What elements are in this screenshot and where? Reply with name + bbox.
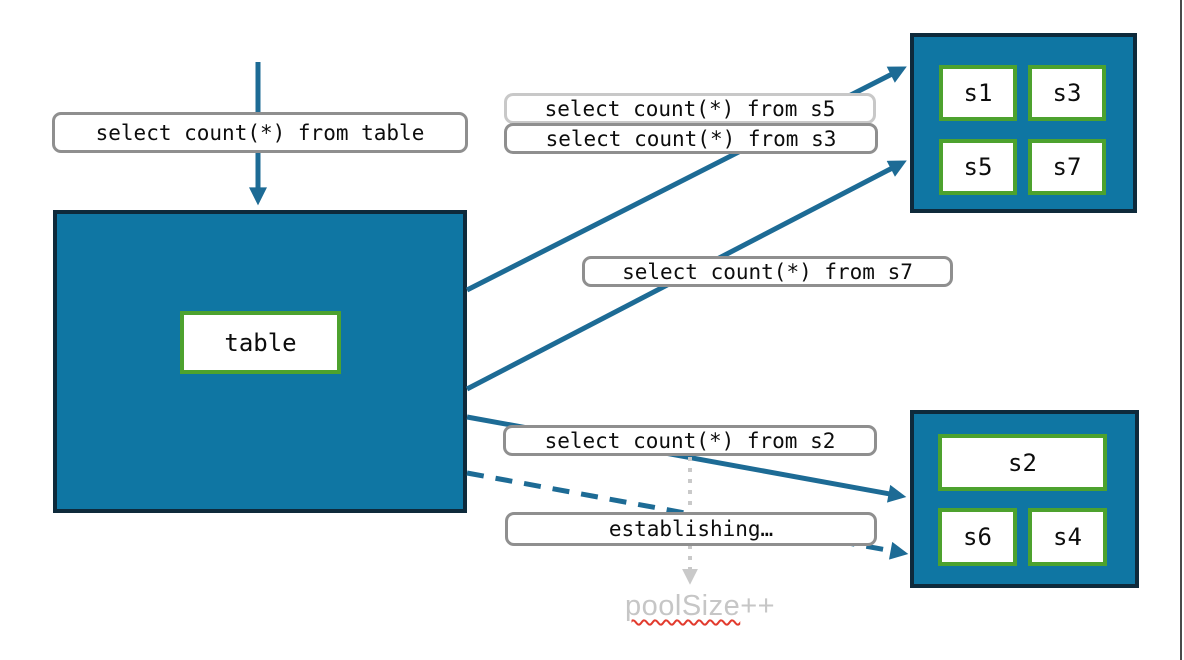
query-label-from-s3: select count(*) from s3 — [504, 123, 878, 154]
query-text: select count(*) from s7 — [622, 259, 913, 284]
arrow-establishing-dashed — [466, 470, 909, 560]
table-label-box: table — [180, 311, 341, 374]
table-label: table — [224, 328, 297, 357]
shard-label: s1 — [963, 79, 993, 107]
shard-box-s5: s5 — [939, 139, 1017, 195]
shard-box-s2: s2 — [938, 434, 1107, 491]
shard-box-s1: s1 — [939, 65, 1017, 121]
query-label-from-s5: select count(*) from s5 — [504, 93, 876, 124]
poolsize-annotation: poolSize++ — [625, 590, 775, 623]
shard-box-s6: s6 — [938, 508, 1017, 566]
shard-label: s4 — [1053, 523, 1082, 551]
poolsize-word: poolSize — [625, 590, 741, 622]
label-establishing: establishing… — [505, 512, 877, 546]
shard-pool-top: s1 s3 s5 s7 — [910, 33, 1137, 213]
shard-label: s3 — [1052, 79, 1082, 107]
query-label-from-s2: select count(*) from s2 — [503, 425, 877, 456]
shard-label: s6 — [963, 523, 992, 551]
shard-box-s4: s4 — [1028, 508, 1107, 566]
query-label-from-s7: select count(*) from s7 — [582, 256, 953, 287]
query-text: establishing… — [608, 517, 774, 541]
right-edge-line — [1180, 0, 1182, 660]
query-text: select count(*) from s2 — [544, 428, 836, 453]
query-label-from-table: select count(*) from table — [52, 112, 468, 153]
shard-pool-bottom: s2 s6 s4 — [910, 410, 1139, 588]
shard-box-s3: s3 — [1028, 65, 1106, 121]
query-text: select count(*) from s3 — [545, 126, 837, 151]
query-text: select count(*) from table — [95, 120, 425, 145]
shard-label: s2 — [1008, 448, 1037, 477]
query-text: select count(*) from s5 — [544, 96, 836, 121]
shard-label: s5 — [963, 153, 993, 181]
shard-box-s7: s7 — [1028, 139, 1106, 195]
shard-label: s7 — [1052, 153, 1082, 181]
poolsize-suffix: ++ — [740, 590, 776, 622]
